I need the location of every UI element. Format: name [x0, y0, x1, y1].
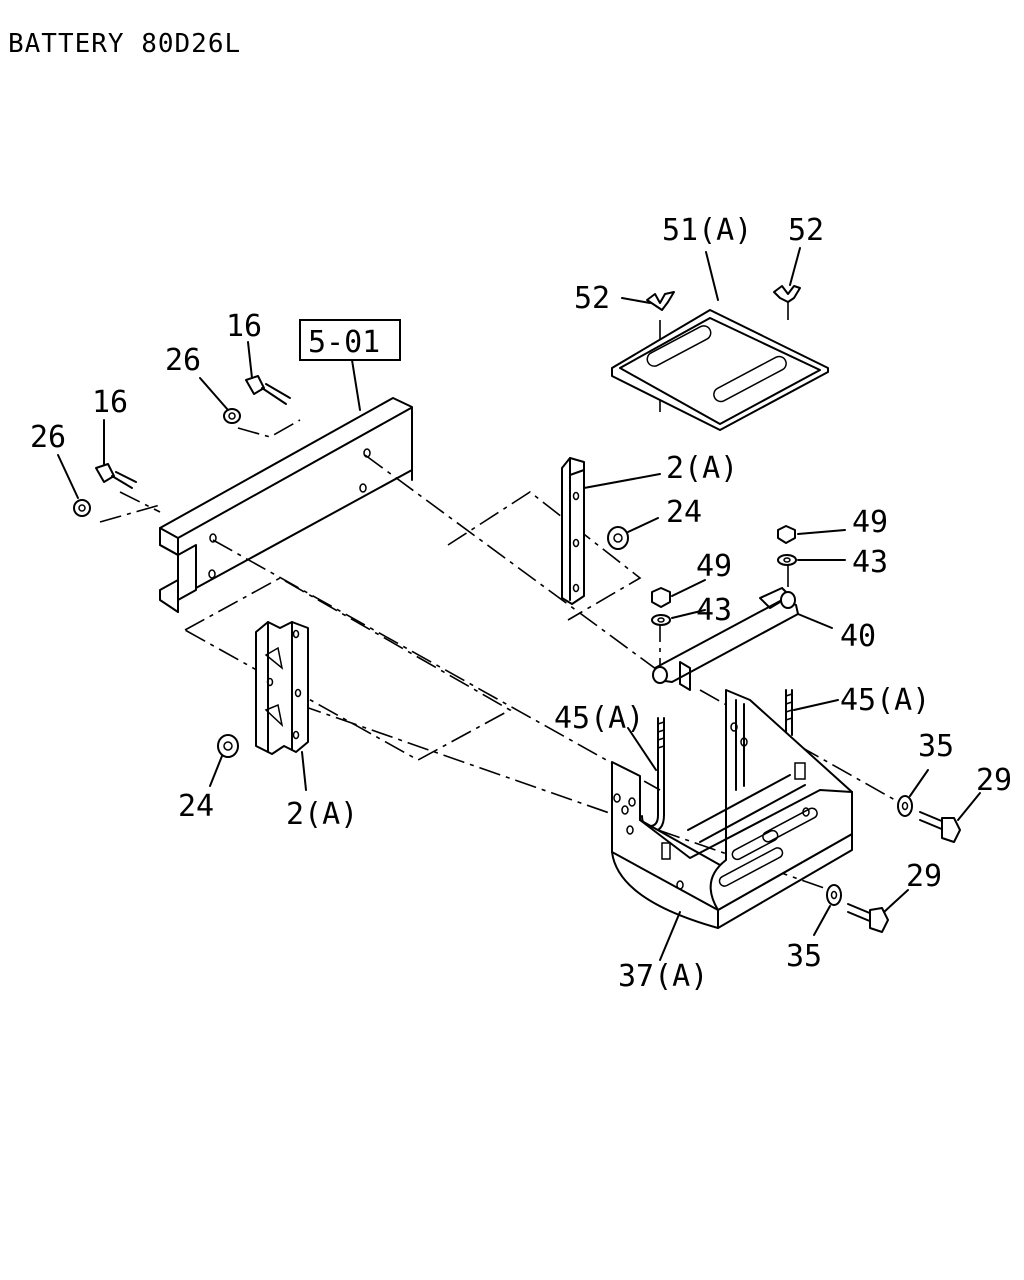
- callout-49-right: 49: [852, 505, 888, 540]
- washer-26-upper: [223, 408, 241, 424]
- nut-24-upper: [607, 526, 629, 550]
- callout-49-left: 49: [696, 549, 732, 584]
- diagram-title: BATTERY 80D26L: [8, 29, 241, 59]
- callout-2a-upper: 2(A): [666, 451, 738, 486]
- bolt-29-lower: [847, 903, 889, 933]
- callout-51a: 51(A): [662, 213, 752, 248]
- callout-43-right: 43: [852, 545, 888, 580]
- reference-box-label: 5-01: [308, 325, 380, 360]
- reference-box: 5-01: [299, 319, 401, 411]
- battery-cover: [611, 309, 829, 431]
- callout-45a-left: 45(A): [554, 701, 644, 736]
- hold-down-bar: [652, 587, 799, 691]
- washer-35-upper: [897, 795, 913, 817]
- callout-16-upper: 16: [226, 309, 262, 344]
- callout-52-right: 52: [788, 213, 824, 248]
- callout-35-lower: 35: [786, 939, 822, 974]
- wing-nut-right: [773, 285, 801, 303]
- battery-tray: [611, 689, 853, 929]
- nut-49-right: [777, 525, 796, 544]
- j-bolt-right: [785, 689, 793, 736]
- frame-member: [159, 397, 413, 613]
- wing-nut-left: [646, 291, 675, 311]
- nut-49-left: [651, 587, 671, 608]
- callout-29-lower: 29: [906, 859, 942, 894]
- washer-43-left: [651, 614, 671, 626]
- callout-16-lower: 16: [92, 385, 128, 420]
- callout-52-left: 52: [574, 281, 610, 316]
- lower-bracket: [255, 621, 309, 755]
- callout-40: 40: [840, 619, 876, 654]
- callout-45a-right: 45(A): [840, 683, 930, 718]
- callout-35-upper: 35: [918, 729, 954, 764]
- callout-24-lower: 24: [178, 789, 214, 824]
- washer-26-lower: [73, 499, 91, 517]
- bolt-29-upper: [919, 811, 961, 843]
- nut-24-lower: [217, 734, 239, 758]
- callout-43-left: 43: [696, 593, 732, 628]
- washer-43-right: [777, 554, 797, 566]
- callout-29-upper: 29: [976, 763, 1012, 798]
- callout-2a-lower: 2(A): [286, 797, 358, 832]
- callout-37a: 37(A): [618, 959, 708, 994]
- bolt-16-lower: [95, 463, 137, 489]
- callout-26-upper: 26: [165, 343, 201, 378]
- washer-35-lower: [826, 884, 842, 906]
- callout-26-lower: 26: [30, 420, 66, 455]
- callout-24-upper: 24: [666, 495, 702, 530]
- upper-bracket: [561, 457, 585, 605]
- bolt-16-upper: [245, 375, 291, 405]
- leader-lines: [57, 247, 981, 961]
- callout-labels: 51(A) 52 52 16 26 16 26 2(A) 24 49 43 49…: [30, 213, 1012, 994]
